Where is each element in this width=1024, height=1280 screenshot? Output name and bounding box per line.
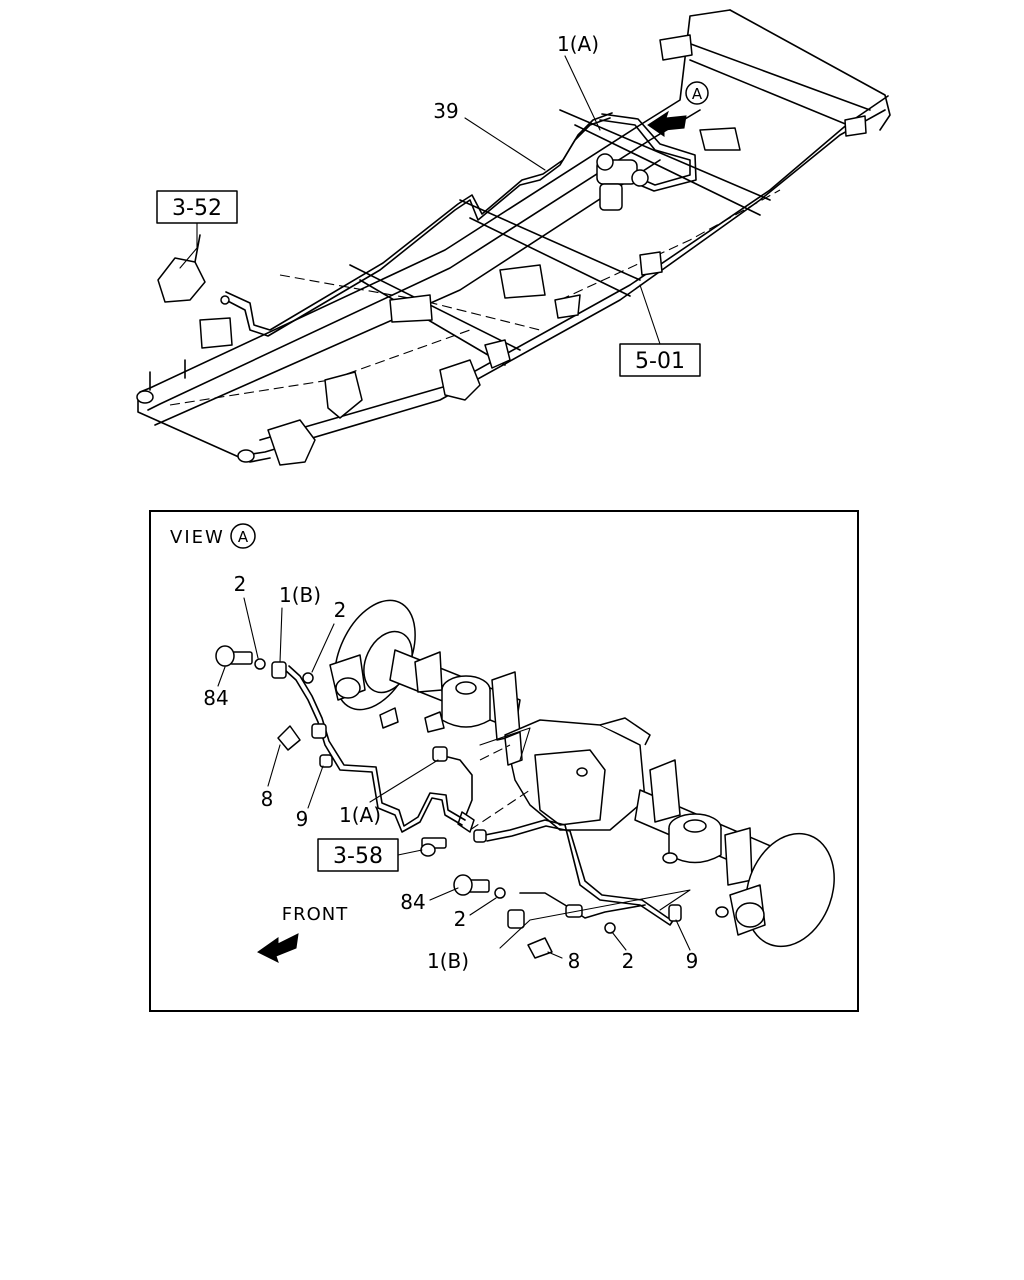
callout-2-top-right: 2 — [334, 598, 347, 622]
front-label: FRONT — [282, 904, 349, 925]
view-a-marker-letter: A — [692, 85, 703, 103]
callout-2-top-left: 2 — [234, 572, 247, 596]
top-callouts: 3-52 5-01 39 1(A) A — [156, 32, 709, 377]
view-title-marker: A — [238, 528, 249, 546]
ref-label-5-01: 5-01 — [635, 349, 685, 374]
callout-84-bottom: 84 — [400, 890, 425, 914]
callout-2-bottom-left: 2 — [454, 907, 467, 931]
callout-1b-top: 1(B) — [279, 583, 321, 607]
ref-label-3-52: 3-52 — [172, 196, 222, 221]
callout-8-left: 8 — [261, 787, 274, 811]
view-a-frame — [149, 510, 859, 1012]
rear-axle-drawing — [329, 599, 835, 948]
callout-2-bottom-right: 2 — [622, 949, 635, 973]
view-a-title: VIEW A — [170, 523, 256, 549]
callout-1b-bottom: 1(B) — [427, 949, 469, 973]
view-a-marker-circle — [685, 81, 709, 105]
callout-9-left: 9 — [296, 807, 309, 831]
callout-8-bottom: 8 — [568, 949, 581, 973]
chassis-frame-drawing — [136, 9, 891, 466]
view-title: VIEW — [170, 527, 225, 548]
view-a-callouts: 2 1(B) 2 84 8 9 1(A) 3-58 84 2 1(B) 8 2 … — [203, 572, 698, 973]
callout-84-top: 84 — [203, 686, 228, 710]
ref-box-3-52 — [156, 190, 238, 224]
callout-39: 39 — [433, 99, 458, 123]
callout-9-right: 9 — [686, 949, 699, 973]
callout-1a-view: 1(A) — [339, 803, 381, 827]
brake-pipes-view-a — [215, 645, 691, 963]
callout-1a-top: 1(A) — [557, 32, 599, 56]
ref-label-3-58: 3-58 — [333, 844, 383, 869]
